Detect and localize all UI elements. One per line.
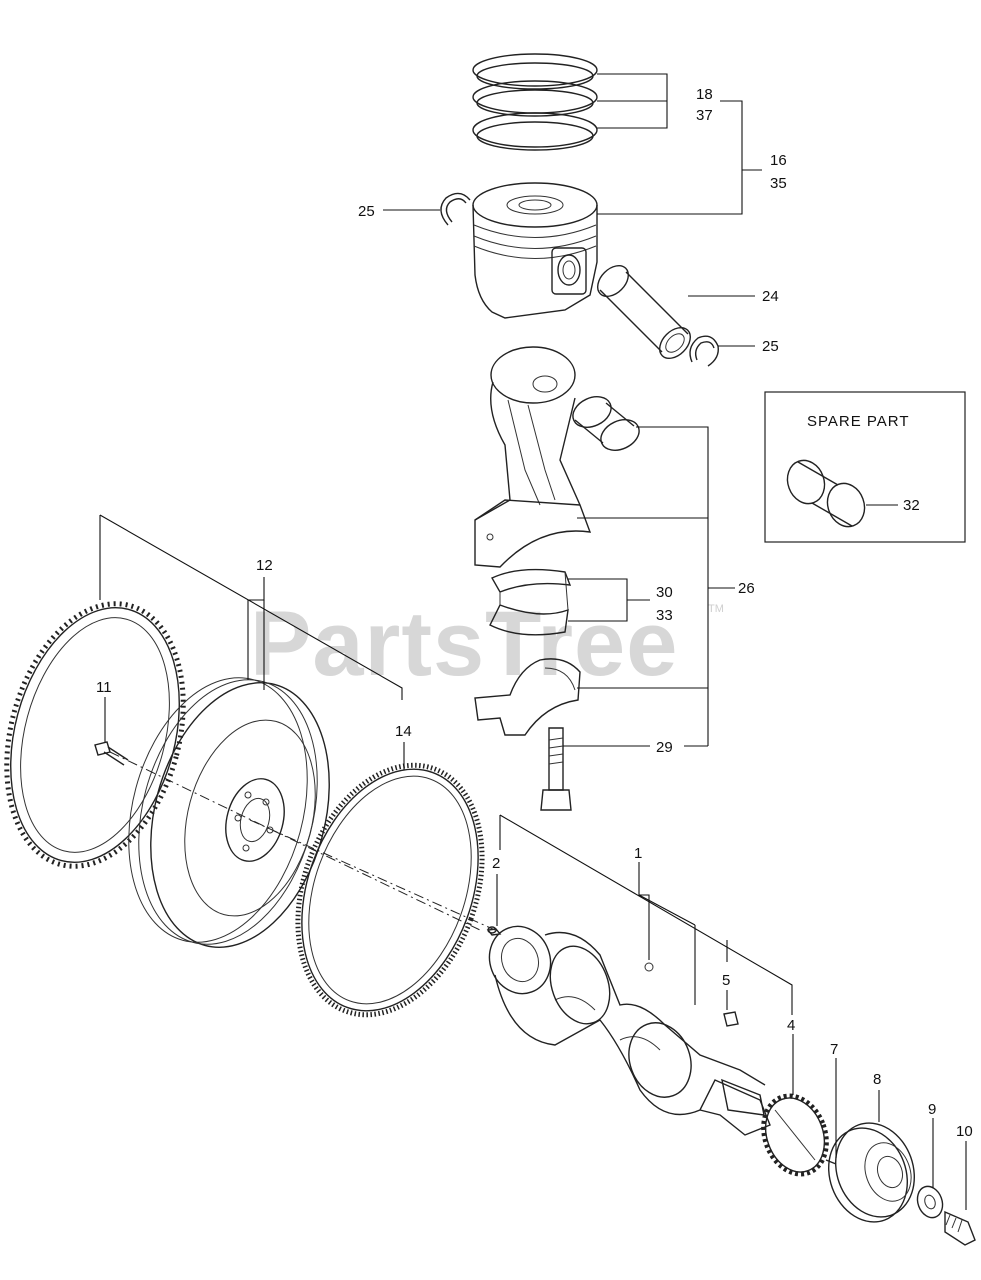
callout-25-left: 25 [358, 203, 375, 220]
crankshaft[interactable] [480, 918, 771, 1136]
spare-part-box: SPARE PART 32 [764, 391, 966, 543]
callout-35: 35 [770, 175, 787, 192]
callout-16: 16 [770, 152, 787, 169]
flywheel[interactable] [101, 658, 357, 968]
connecting-rod[interactable] [474, 346, 592, 568]
callout-30: 30 [656, 584, 673, 601]
callout-33: 33 [656, 607, 673, 624]
callout-26: 26 [738, 580, 755, 597]
callouts: 18 37 16 35 25 24 25 30 33 26 29 12 11 1… [96, 86, 973, 1140]
leader-lines [104, 73, 967, 1210]
callout-9: 9 [928, 1101, 936, 1118]
callout-18: 18 [696, 86, 713, 103]
spare-part-title: SPARE PART [807, 413, 910, 430]
piston-pin[interactable] [592, 260, 696, 364]
piston[interactable] [472, 182, 598, 319]
callout-29: 29 [656, 739, 673, 756]
callout-7: 7 [830, 1041, 838, 1058]
connecting-rod-cap[interactable] [474, 658, 581, 736]
washer[interactable] [913, 1183, 946, 1221]
callout-10: 10 [956, 1123, 973, 1140]
callout-4: 4 [787, 1017, 795, 1034]
flywheel-bolt[interactable] [94, 741, 129, 766]
small-end-bushing[interactable] [568, 391, 644, 456]
callout-1: 1 [634, 845, 642, 862]
woodruff-key[interactable] [723, 1011, 739, 1027]
spare-bushing[interactable] [782, 455, 871, 532]
callout-24: 24 [762, 288, 779, 305]
callout-11: 11 [96, 679, 112, 696]
circlip-left[interactable] [440, 192, 471, 226]
callout-2: 2 [492, 855, 500, 872]
bearing-shells[interactable] [489, 568, 572, 636]
callout-5: 5 [722, 972, 730, 989]
watermark-trademark: TM [708, 603, 724, 615]
assembly-lines [99, 514, 793, 1015]
callout-37: 37 [696, 107, 713, 124]
callout-25-right: 25 [762, 338, 779, 355]
circlip-right[interactable] [689, 335, 719, 367]
flywheel-ring-gear[interactable] [265, 739, 515, 1040]
crankshaft-gear[interactable] [753, 1087, 837, 1183]
crankshaft-pulley[interactable] [816, 1112, 927, 1233]
callout-8: 8 [873, 1071, 881, 1088]
connecting-rod-bolt[interactable] [540, 727, 572, 811]
watermark-text: PartsTree [250, 593, 678, 695]
callout-12: 12 [256, 557, 273, 574]
callout-14: 14 [395, 723, 412, 740]
spring-pin[interactable] [825, 1159, 837, 1165]
piston-rings[interactable] [472, 53, 598, 151]
callout-32: 32 [903, 497, 920, 514]
pulley-bolt[interactable] [944, 1210, 976, 1246]
